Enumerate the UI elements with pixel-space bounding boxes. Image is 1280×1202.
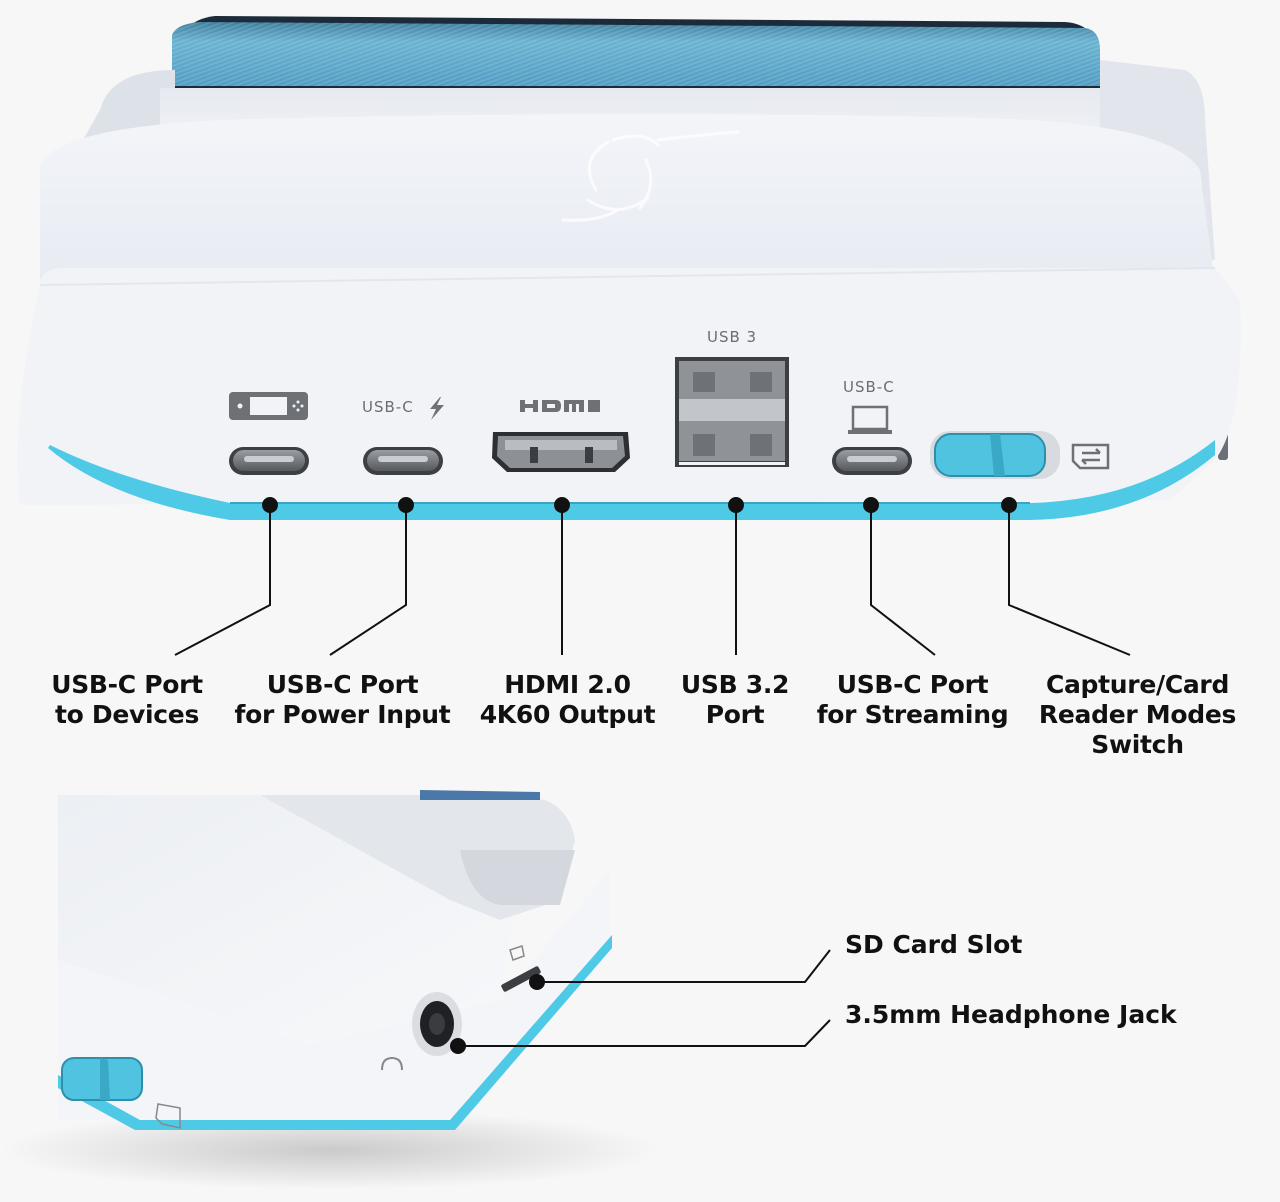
label-sd-card-slot: SD Card Slot	[845, 930, 1023, 959]
brand-logo	[561, 130, 740, 222]
card-swap-icon	[155, 1103, 181, 1129]
stream-port-marking: USB-C	[843, 378, 895, 396]
mode-switch	[930, 431, 1060, 479]
callout-usb-c-streaming: USB-C Port for Streaming	[816, 670, 1009, 729]
leader-lines-top	[174, 505, 1131, 656]
leader-dots-top	[262, 497, 1017, 513]
usb-a-port-stack	[675, 357, 789, 467]
card-swap-icon	[1071, 443, 1110, 470]
headphone-icon	[381, 1056, 403, 1071]
power-port-marking: USB-C	[362, 398, 414, 416]
callout-hdmi: HDMI 2.0 4K60 Output	[479, 670, 656, 729]
label-headphone-jack: 3.5mm Headphone Jack	[845, 1000, 1177, 1029]
sd-card-slot	[501, 966, 541, 992]
accent-band	[48, 440, 1215, 520]
handheld-console-icon	[229, 392, 308, 420]
usb-c-port-devices	[229, 447, 309, 475]
usb3-marking: USB 3	[707, 328, 758, 346]
leader-lines-side	[458, 949, 831, 1047]
usb-c-port-streaming	[832, 447, 912, 475]
hdmi-logo	[520, 400, 600, 412]
lightning-bolt-icon	[430, 397, 444, 420]
sd-card-icon	[509, 945, 525, 961]
handheld-screen	[172, 16, 1100, 100]
callout-usb-c-devices: USB-C Port to Devices	[51, 670, 203, 729]
usb-c-port-power	[363, 447, 443, 475]
laptop-icon	[848, 405, 892, 434]
callout-usb32: USB 3.2 Port	[680, 670, 790, 729]
callout-usb-c-power: USB-C Port for Power Input	[234, 670, 451, 729]
dock-side-view	[58, 790, 612, 1130]
hdmi-port	[492, 432, 630, 472]
callout-mode-switch: Capture/Card Reader Modes Switch	[1038, 670, 1237, 759]
